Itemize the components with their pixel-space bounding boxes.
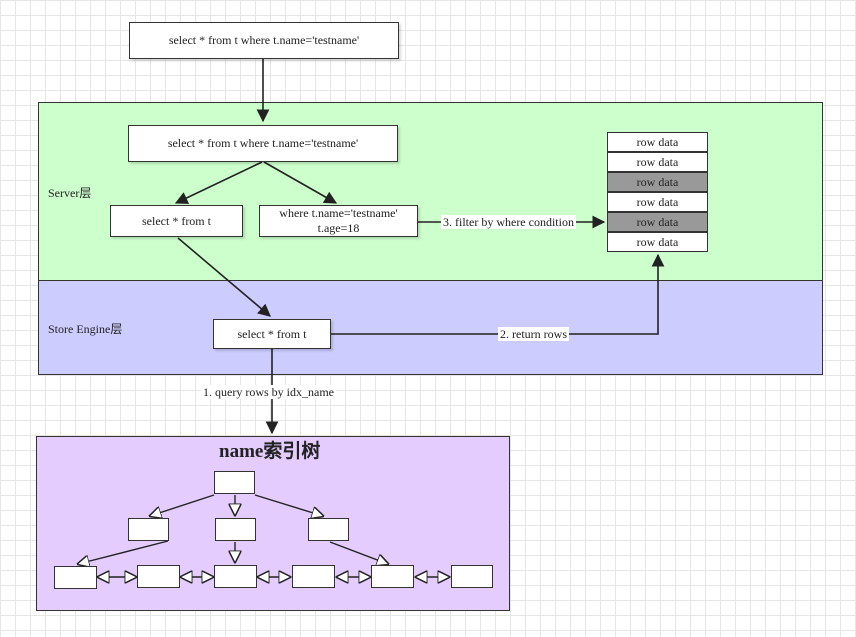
row-data-5: row data <box>607 212 708 232</box>
edge-label-return-rows: 2. return rows <box>498 327 569 341</box>
index-tree-title: name索引树 <box>219 441 321 462</box>
row-data-4: row data <box>607 192 708 212</box>
index-leaf-node <box>137 565 180 588</box>
store-engine-layer-label: Store Engine层 <box>48 322 123 336</box>
index-leaf-node <box>451 565 493 588</box>
row-data-6: row data <box>607 232 708 252</box>
index-leaf-node <box>214 565 257 588</box>
index-branch-node-middle <box>215 518 256 541</box>
server-select-box: select * from t <box>110 205 243 237</box>
row-data-3: row data <box>607 172 708 192</box>
index-branch-node-right <box>308 518 349 541</box>
server-layer-label: Server层 <box>48 186 92 200</box>
engine-select-box: select * from t <box>213 319 331 349</box>
where-line-2: t.age=18 <box>317 221 360 235</box>
index-leaf-node <box>54 566 97 589</box>
index-branch-node-left <box>128 518 169 541</box>
server-where-box: where t.name='testname' t.age=18 <box>259 205 418 237</box>
edge-label-query-rows: 1. query rows by idx_name <box>201 385 336 399</box>
store-engine-layer <box>38 280 823 375</box>
edge-label-filter: 3. filter by where condition <box>441 215 576 229</box>
index-root-node <box>214 471 255 494</box>
index-leaf-node <box>371 565 414 588</box>
server-query-box: select * from t where t.name='testname' <box>128 125 398 162</box>
top-query-box: select * from t where t.name='testname' <box>129 22 399 59</box>
where-line-1: where t.name='testname' <box>279 206 398 220</box>
row-data-1: row data <box>607 132 708 152</box>
index-leaf-node <box>292 565 335 588</box>
row-data-2: row data <box>607 152 708 172</box>
